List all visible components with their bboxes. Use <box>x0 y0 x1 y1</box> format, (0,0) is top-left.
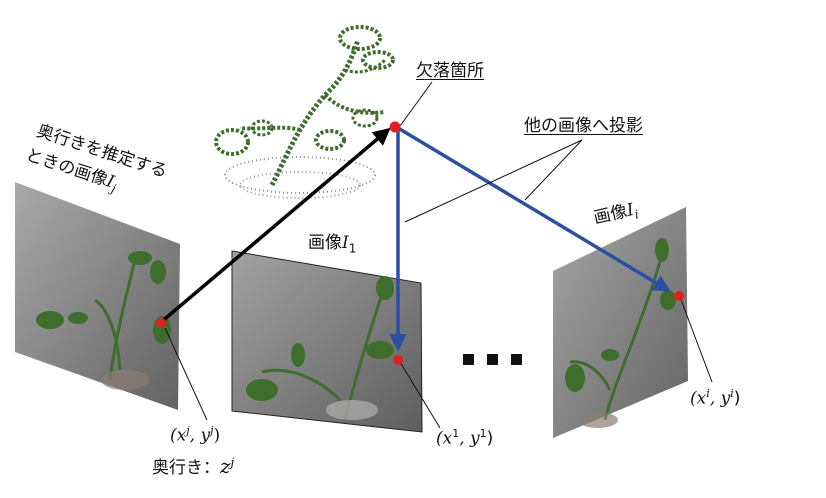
point-marker-image-i <box>674 291 684 301</box>
plant-photo-icon <box>246 276 394 421</box>
plant-photo-icon <box>36 251 171 390</box>
coord-i-label: (xi, yi) <box>690 387 741 409</box>
coord-j-sup2: j <box>210 424 214 437</box>
coord-1-label: (x1, y1) <box>436 427 494 449</box>
coord-i-y: , y <box>709 388 731 409</box>
depth-arrow <box>158 127 391 325</box>
coord-1-sup2: 1 <box>479 427 487 440</box>
depth-prefix: 奥行き： <box>152 458 220 478</box>
image-1-prefix: 画像 <box>308 233 342 253</box>
plant-point-cloud-icon <box>214 25 395 199</box>
image-i-panel <box>553 207 688 438</box>
image-1-panel <box>231 250 423 433</box>
coord-j-x: (x <box>170 425 187 446</box>
image-j-panel <box>15 182 180 410</box>
image-1-symbol: I <box>342 233 349 253</box>
coord-i-sup1: i <box>706 387 710 400</box>
depth-symbol: z <box>220 454 231 478</box>
project-other-label: 他の画像へ投影 <box>524 116 643 136</box>
coord-1-y: , y <box>459 428 480 449</box>
image-1-label: 画像I1 <box>308 234 356 256</box>
leader-coord-1 <box>399 361 441 429</box>
coord-1-sup1: 1 <box>452 427 460 440</box>
point-marker-image-1 <box>393 355 403 365</box>
coord-i-sup2: i <box>730 387 734 400</box>
ellipsis-icon <box>463 354 522 365</box>
coord-j-end: ) <box>213 425 221 446</box>
missing-point-marker <box>389 121 401 133</box>
leader-project-2 <box>404 139 583 223</box>
leader-missing-point <box>399 81 433 127</box>
projection-arrow-image-i <box>397 126 672 292</box>
coord-1-x: (x <box>436 428 453 449</box>
coord-j-y: , y <box>189 425 211 446</box>
leader-coord-j <box>164 327 208 421</box>
image-1-sub: 1 <box>348 241 357 256</box>
missing-point-label: 欠落箇所 <box>416 61 484 81</box>
coord-1-end: ) <box>486 428 494 449</box>
depth-value-label: 奥行き：zj <box>152 455 234 478</box>
coord-i-end: ) <box>733 388 741 409</box>
coord-j-sup1: j <box>186 424 190 437</box>
coord-i-x: (x <box>690 388 707 409</box>
leader-project-1 <box>524 139 583 201</box>
coord-j-label: (xj, yj) <box>170 424 221 446</box>
leader-coord-i <box>679 296 713 383</box>
point-marker-image-j <box>156 318 166 328</box>
depth-sup: j <box>230 455 235 470</box>
